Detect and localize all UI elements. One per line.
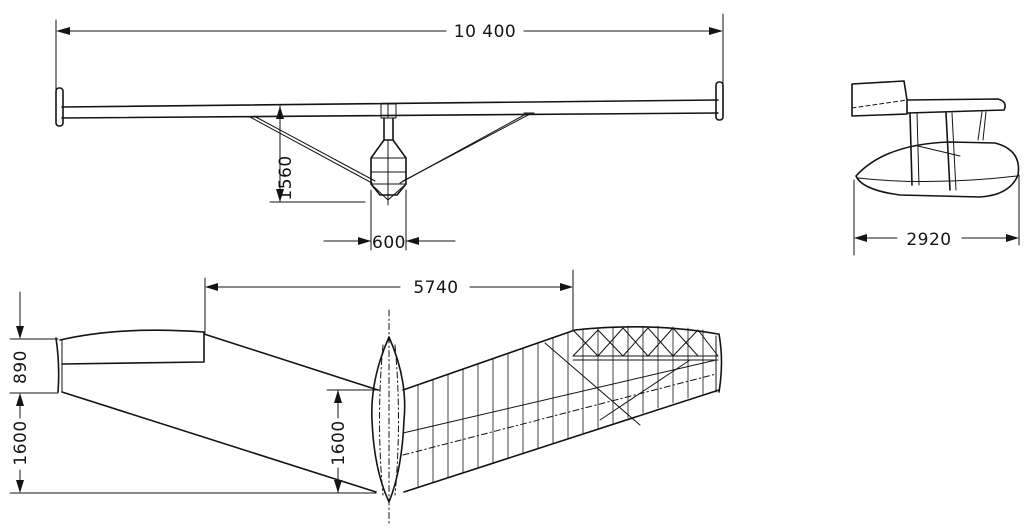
top-fuselage [371,309,406,526]
front-wing [55,81,724,127]
fuselage-width-label: 600 [372,233,406,253]
strut-height-dimension: 1560 [269,105,366,203]
top-right-wing [402,325,723,493]
fuselage-width-dimension: 600 [323,189,456,253]
strut-height-label: 1560 [276,155,296,200]
front-fuselage [370,117,407,206]
trailing-span-offset-label: 1600 [11,420,31,465]
span-label: 10 400 [454,22,516,42]
right-wing-ribs [417,325,704,488]
root-to-trailing-label: 890 [11,350,31,384]
top-view: 5740 [9,269,723,526]
front-struts [245,112,535,184]
sweep-dimension: 5740 [204,269,574,335]
side-length-label: 2920 [906,230,951,250]
top-left-wing [55,329,379,493]
left-chord-dimensions: 890 1600 [9,291,377,494]
aileron-truss [544,327,719,426]
side-view: 2920 [851,80,1020,256]
center-chord-dimension: 1600 [326,389,381,494]
front-view: 10 400 [55,13,724,253]
side-length-dimension: 2920 [853,174,1020,256]
center-chord-label: 1600 [329,420,349,465]
span-dimension: 10 400 [55,13,724,91]
sweep-label: 5740 [413,278,458,298]
